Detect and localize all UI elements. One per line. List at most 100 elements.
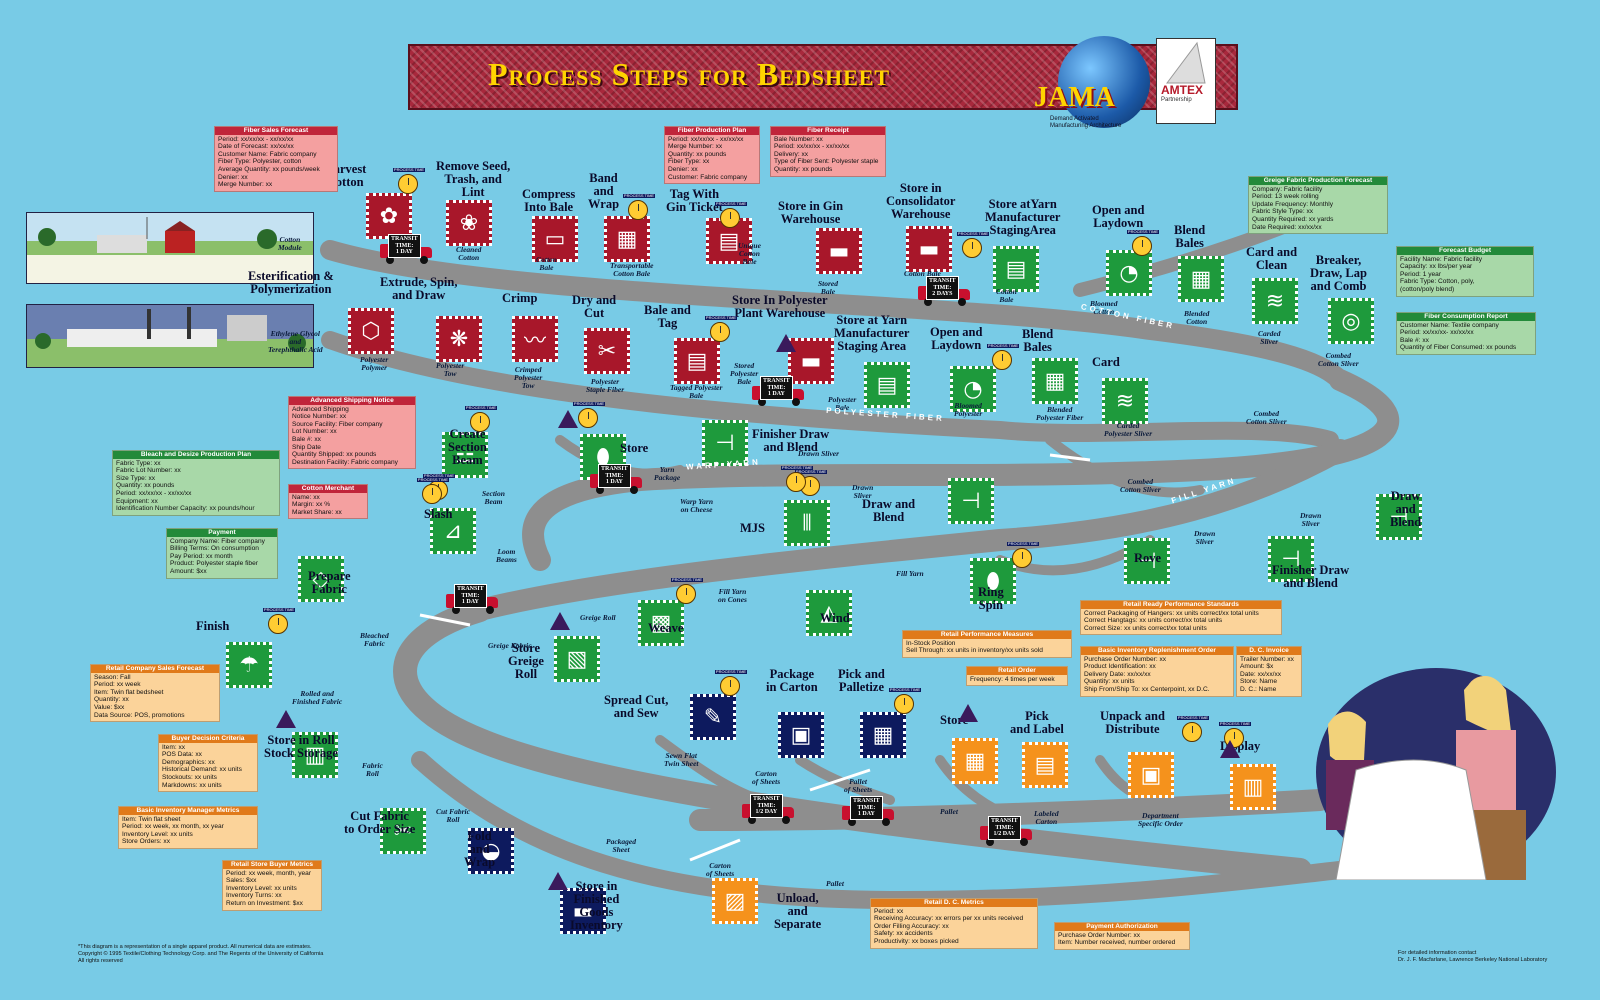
step-pick-label[interactable]: ▤ xyxy=(1022,742,1068,788)
info-card-line: Period: xx/xx/xx - xx/xx/xx xyxy=(218,135,294,143)
step-store-finished[interactable]: ▬ xyxy=(560,888,606,934)
step-label: Open and Laydown xyxy=(930,325,983,352)
step-store-gin[interactable]: ▬ xyxy=(816,228,862,274)
info-card-line: Advanced Shipping xyxy=(292,405,349,413)
step-display[interactable]: ▥ xyxy=(1230,764,1276,810)
info-card-line: Amount: $x xyxy=(1240,663,1274,671)
flow-label: Packaged Sheet xyxy=(606,837,636,854)
step-store-roll[interactable]: ▥ xyxy=(292,732,338,778)
flow-label: Bloomed Cotton xyxy=(1090,299,1118,316)
globe-logo xyxy=(1058,36,1150,128)
step-store-greige[interactable]: ▧ xyxy=(554,636,600,682)
step-crimp[interactable]: 〰 xyxy=(512,316,558,362)
step-weave[interactable]: ▩ xyxy=(638,600,684,646)
step-cut-fabric[interactable]: ✂ xyxy=(380,808,426,854)
step-mjs[interactable]: ⫴ xyxy=(784,500,830,546)
step-rove[interactable]: ⊣ xyxy=(1124,538,1170,584)
staging-icon: ▤ xyxy=(864,362,910,408)
step-label: Pick and Label xyxy=(1010,709,1064,736)
step-blend-bales2[interactable]: ▦ xyxy=(1032,358,1078,404)
step-finisher-draw-blend[interactable]: ⊣ xyxy=(702,420,748,466)
step-dry-cut[interactable]: ✂ xyxy=(584,328,630,374)
info-card-title: D. C. Invoice xyxy=(1237,647,1301,655)
info-card-title: Fiber Consumption Report xyxy=(1397,313,1535,321)
step-extrude[interactable]: ❋ xyxy=(436,316,482,362)
step-pick-palletize[interactable]: ▦ xyxy=(860,712,906,758)
process-time-clock-icon: PROCESS TIME xyxy=(705,316,737,342)
step-label: Pick and Palletize xyxy=(838,667,885,694)
step-draw-blend-right[interactable]: ⊣ xyxy=(1376,494,1422,540)
step-label: Dry and Cut xyxy=(572,293,617,320)
info-card-line: Store: Name xyxy=(1240,678,1278,686)
flow-label: Blended Polyester Fiber xyxy=(1036,405,1084,422)
footer-note: *This diagram is a representation of a s… xyxy=(78,944,324,964)
step-harvest-cotton[interactable]: ✿ xyxy=(366,193,412,239)
step-bale-tag[interactable]: ▤ xyxy=(674,338,720,384)
boxes-icon: ▦ xyxy=(952,738,998,784)
wait-time-icon xyxy=(276,710,296,728)
step-breaker-draw[interactable]: ◎ xyxy=(1328,298,1374,344)
step-store-yarn-staging2[interactable]: ▤ xyxy=(864,362,910,408)
info-card-title: Retail Order xyxy=(967,667,1067,675)
info-card-line: Inventory Level: xx units xyxy=(122,830,193,838)
step-esterification[interactable]: ⬡ xyxy=(348,308,394,354)
step-store-retail[interactable]: ▦ xyxy=(952,738,998,784)
info-card-line: Item: Number received, number ordered xyxy=(1058,939,1176,947)
process-time-clock-icon: PROCESS TIME xyxy=(1007,542,1039,568)
info-card-line: Fabric Lot Number: xx xyxy=(116,467,181,475)
step-unload[interactable]: ▨ xyxy=(712,878,758,924)
badge-caption: PROCESS TIME xyxy=(465,405,497,410)
step-wind[interactable]: ◭ xyxy=(806,590,852,636)
road-fill xyxy=(469,439,1351,621)
step-store-consolidator[interactable]: ▬ xyxy=(906,226,952,272)
step-label: Store In Polyester Plant Warehouse xyxy=(732,293,828,320)
info-card-line: Historical Demand: xx units xyxy=(162,766,242,774)
info-card-title: Retail Ready Performance Standards xyxy=(1081,601,1281,609)
step-store-yarn-staging[interactable]: ▤ xyxy=(993,246,1039,292)
step-card2[interactable]: ≋ xyxy=(1102,378,1148,424)
step-card-clean[interactable]: ≋ xyxy=(1252,278,1298,324)
step-create-section-beam[interactable]: ⚍ xyxy=(442,432,488,478)
step-prepare-fabric[interactable]: ◇ xyxy=(298,556,344,602)
flow-label: Yarn Package xyxy=(654,465,681,482)
flow-label: Cleaned Cotton xyxy=(456,245,482,262)
info-card-line: Equipment: xx xyxy=(116,497,158,505)
step-remove-seed[interactable]: ❀ xyxy=(446,200,492,246)
step-slash[interactable]: ⊿ xyxy=(430,508,476,554)
info-card-line: Pay Period: xx month xyxy=(170,552,233,560)
flow-label: Drawn Sliver xyxy=(852,483,874,500)
amtex-logo: AMTEX Partnership xyxy=(1156,38,1216,124)
badge-caption: PROCESS TIME xyxy=(1007,541,1039,546)
step-compress-bale[interactable]: ▭ xyxy=(532,216,578,262)
step-open-laydown[interactable]: ◔ xyxy=(1106,250,1152,296)
step-finish[interactable]: ☂ xyxy=(226,642,272,688)
info-card-line: POS Data: xx xyxy=(162,751,202,759)
wait-time-icon xyxy=(558,410,578,428)
warehouse-icon: ▬ xyxy=(906,226,952,272)
info-card-title: Basic Inventory Replenishment Order xyxy=(1081,647,1233,655)
reactor-icon: ⬡ xyxy=(348,308,394,354)
step-ring-spin[interactable]: ⬮ xyxy=(970,558,1016,604)
step-package[interactable]: ▣ xyxy=(778,712,824,758)
step-label: Weave xyxy=(648,621,684,635)
badge-caption: PROCESS TIME xyxy=(393,167,425,172)
wait-time-icon xyxy=(548,872,568,890)
step-fold-wrap[interactable]: ◒ xyxy=(468,828,514,874)
process-time-clock-icon: PROCESS TIME xyxy=(465,406,497,432)
step-band-wrap[interactable]: ▦ xyxy=(604,216,650,262)
step-open-laydown2[interactable]: ◔ xyxy=(950,366,996,412)
info-card-line: Market Share: xx xyxy=(292,508,342,516)
step-spread-cut[interactable]: ✎ xyxy=(690,694,736,740)
carton-icon: ▣ xyxy=(778,712,824,758)
step-finisher-draw-right[interactable]: ⊣ xyxy=(1268,536,1314,582)
info-card-line: Period: xx/xx/xx - xx/xx/xx xyxy=(116,489,192,497)
step-draw-blend-mid[interactable]: ⊣ xyxy=(948,478,994,524)
step-blend-bales[interactable]: ▦ xyxy=(1178,256,1224,302)
step-unpack[interactable]: ▣ xyxy=(1128,752,1174,798)
flow-label: Polyester Staple Fiber xyxy=(586,377,625,394)
info-card-title: Payment Authorization xyxy=(1055,923,1189,931)
